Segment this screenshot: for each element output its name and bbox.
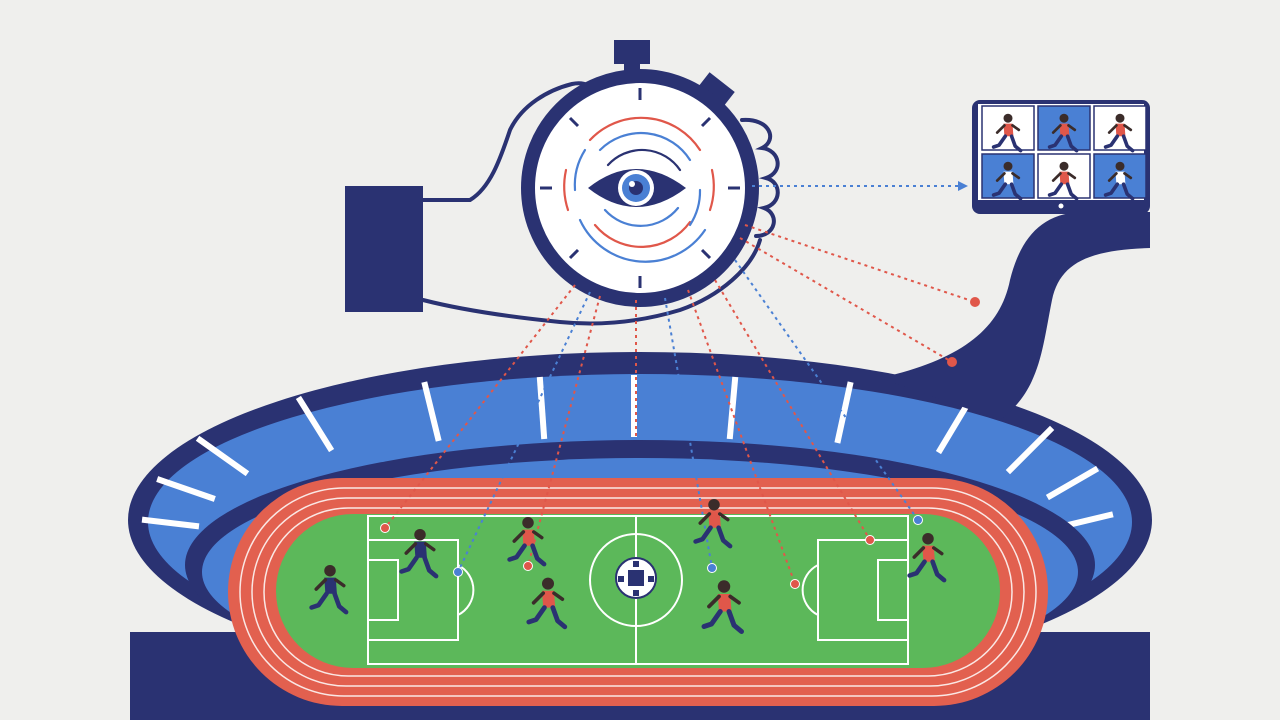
tracking-lines — [384, 185, 976, 585]
stopwatch-button — [697, 72, 735, 108]
stopwatch-ticks — [540, 88, 740, 288]
monitor-thumbnail-athlete — [991, 113, 1023, 153]
monitor-thumbnail — [1037, 105, 1091, 153]
soccer-ball-icon — [615, 557, 657, 599]
monitor-thumbnail — [981, 153, 1035, 201]
monitor-thumbnail-athlete — [1103, 161, 1135, 201]
monitor-thumbnail-athlete — [1103, 113, 1135, 153]
stand-dividers — [141, 375, 1114, 530]
player-figure — [701, 580, 744, 634]
monitor-thumbnails — [981, 105, 1147, 201]
players — [309, 498, 947, 634]
player-figure — [399, 528, 439, 579]
monitor-thumbnail-athlete — [1047, 113, 1079, 153]
field-markings — [367, 515, 909, 665]
tracking-markers — [380, 181, 980, 589]
monitor-thumbnail — [1093, 153, 1147, 201]
hand-holding-stopwatch-icon — [345, 40, 780, 326]
track-lanes — [239, 487, 1037, 697]
player-figure — [907, 532, 947, 583]
player-figure — [693, 498, 733, 549]
player-figure — [507, 516, 547, 567]
monitor-power-dot — [1058, 203, 1064, 209]
monitor-thumbnail — [1093, 105, 1147, 153]
monitor-thumbnail-athlete — [1047, 161, 1079, 201]
player-figure — [309, 564, 349, 615]
eye-icon — [588, 169, 686, 207]
stadium — [128, 352, 1152, 720]
video-monitor-icon — [972, 100, 1150, 214]
player-figure — [526, 577, 568, 630]
monitor-thumbnail — [1037, 153, 1091, 201]
sleeve-cuff — [345, 186, 423, 312]
scan-arcs — [563, 116, 715, 263]
monitor-thumbnail — [981, 105, 1035, 153]
stand-extension — [880, 212, 1150, 420]
monitor-thumbnail-athlete — [991, 161, 1023, 201]
